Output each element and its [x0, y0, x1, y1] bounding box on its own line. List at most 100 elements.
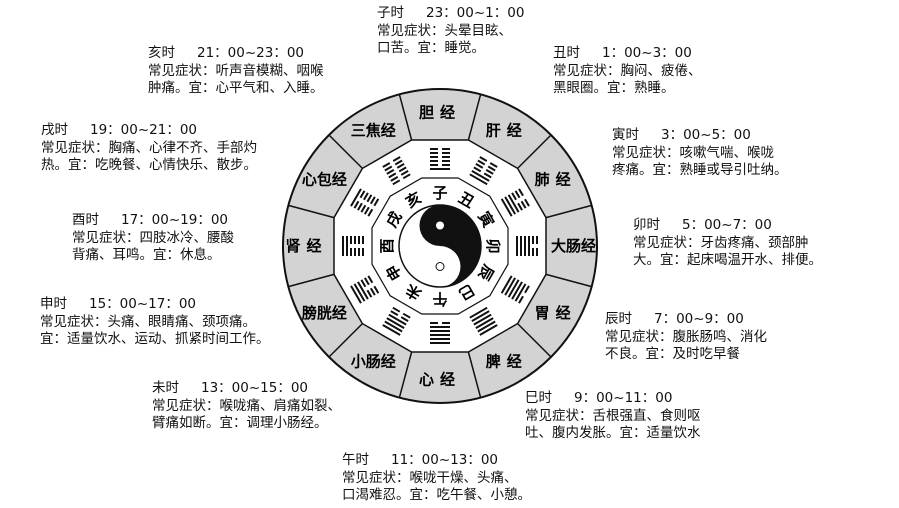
yang-line [471, 310, 490, 323]
period-name: 戌时 [41, 122, 68, 138]
period-time: 11：00~13：00 [391, 452, 499, 468]
yin-line [517, 202, 523, 211]
yin-line [398, 166, 407, 173]
period-header: 丑时 1：00~3：00 [553, 45, 702, 63]
period-description-line: 常见症状：四肢冰冷、腰酸 [72, 229, 234, 246]
yang-line [350, 285, 362, 304]
yin-line [400, 316, 409, 323]
sector-divider [288, 273, 335, 288]
yin-line [366, 289, 373, 298]
hexagram-0 [430, 148, 450, 170]
hexagram-4 [500, 275, 530, 304]
hexagram-1 [469, 156, 498, 186]
yin-line [479, 156, 488, 162]
yang-line [471, 169, 490, 182]
yang-line [353, 283, 366, 302]
yin-line [363, 277, 370, 286]
period-time: 7：00~9：00 [654, 311, 744, 327]
period-name: 寅时 [612, 127, 639, 143]
period-time: 9：00~11：00 [574, 390, 673, 406]
yin-line [473, 166, 482, 173]
period-description-line: 背痛、耳鸣。宜：休息。 [72, 247, 221, 263]
yin-line [520, 200, 527, 209]
period-time: 21：00~23：00 [197, 45, 305, 61]
meridian-label: 胃经 [535, 304, 577, 322]
period-description-line: 肿痛。宜：心平气和、入睡。 [148, 80, 324, 96]
yin-line [367, 275, 374, 284]
meridian-label: 小肠经 [351, 353, 396, 371]
yin-line [392, 156, 401, 162]
period-name: 未时 [152, 380, 179, 396]
yin-line [489, 162, 498, 168]
yang-line [507, 279, 520, 298]
yang-line [469, 173, 488, 186]
sector-divider [288, 204, 335, 219]
yin-line [390, 310, 399, 317]
period-name: 辰时 [605, 311, 632, 327]
period-description-line: 不良。宜：及时吃早餐 [605, 346, 740, 362]
yin-line [373, 285, 380, 294]
hexagram-6 [430, 322, 450, 344]
period-name: 酉时 [72, 212, 99, 228]
sector-divider [328, 134, 363, 169]
sector-divider [398, 94, 413, 141]
period-description-line: 黑眼圈。宜：熟睡。 [553, 80, 675, 96]
branch-label: 酉 [378, 238, 396, 253]
sector-divider [517, 134, 552, 169]
yin-line [360, 204, 367, 213]
period-description-line: 常见症状：喉咙干燥、头痛、 [342, 469, 518, 486]
period-description-line: 热。宜：吃晚餐、心情快乐、散步。 [41, 157, 257, 173]
period-description-line: 大。宜：起床喝温开水、排便。 [633, 252, 822, 268]
yang-line [514, 283, 527, 302]
yin-line [369, 287, 376, 296]
period-description-line: 常见症状：头晕目眩、 [377, 22, 512, 39]
period-name: 丑时 [553, 45, 580, 61]
yin-line [360, 279, 367, 288]
yin-line [402, 173, 411, 180]
period-description-line: 常见症状：腹胀肠鸣、消化 [605, 328, 767, 345]
yin-line [366, 194, 373, 203]
meridian-label: 三焦经 [351, 121, 396, 139]
period-time: 1：00~3：00 [602, 45, 692, 61]
yin-line [475, 163, 484, 169]
yin-line [402, 312, 411, 319]
yin-dot [435, 262, 445, 271]
meridian-label: 膀胱经 [302, 304, 347, 322]
yin-line [359, 190, 366, 199]
sector-divider [467, 94, 482, 141]
period-header: 辰时 7：00~9：00 [605, 311, 767, 329]
yin-line [369, 196, 376, 205]
yin-line [485, 169, 494, 175]
sector-divider [398, 351, 413, 398]
yang-line [382, 324, 401, 336]
hexagram-2 [500, 188, 530, 217]
yang-line [386, 317, 405, 329]
period-time: 19：00~21：00 [90, 122, 198, 138]
period-description-line: 常见症状：胸闷、疲倦、 [553, 62, 702, 79]
yin-line [390, 175, 399, 182]
period-description-line: 口苦。宜：睡觉。 [377, 40, 485, 56]
period-description-line: 常见症状：喉咙痛、肩痛如裂、 [152, 397, 341, 414]
period-header: 戌时 19：00~21：00 [41, 122, 257, 140]
yang-line [384, 320, 403, 333]
period-description-line: 常见症状：胸痛、心律不齐、手部灼 [41, 139, 257, 156]
period-description-line: 常见症状：头痛、眼睛痛、颈项痛。 [40, 313, 256, 330]
yin-line [483, 172, 492, 179]
period-time: 5：00~7：00 [682, 217, 772, 233]
period-description-line: 口渴难忍。宜：吃午餐、小憩。 [342, 487, 531, 503]
period-name: 午时 [342, 452, 369, 468]
hexagram-10 [350, 188, 380, 217]
yang-dot [436, 221, 444, 230]
yang-line [500, 198, 513, 217]
